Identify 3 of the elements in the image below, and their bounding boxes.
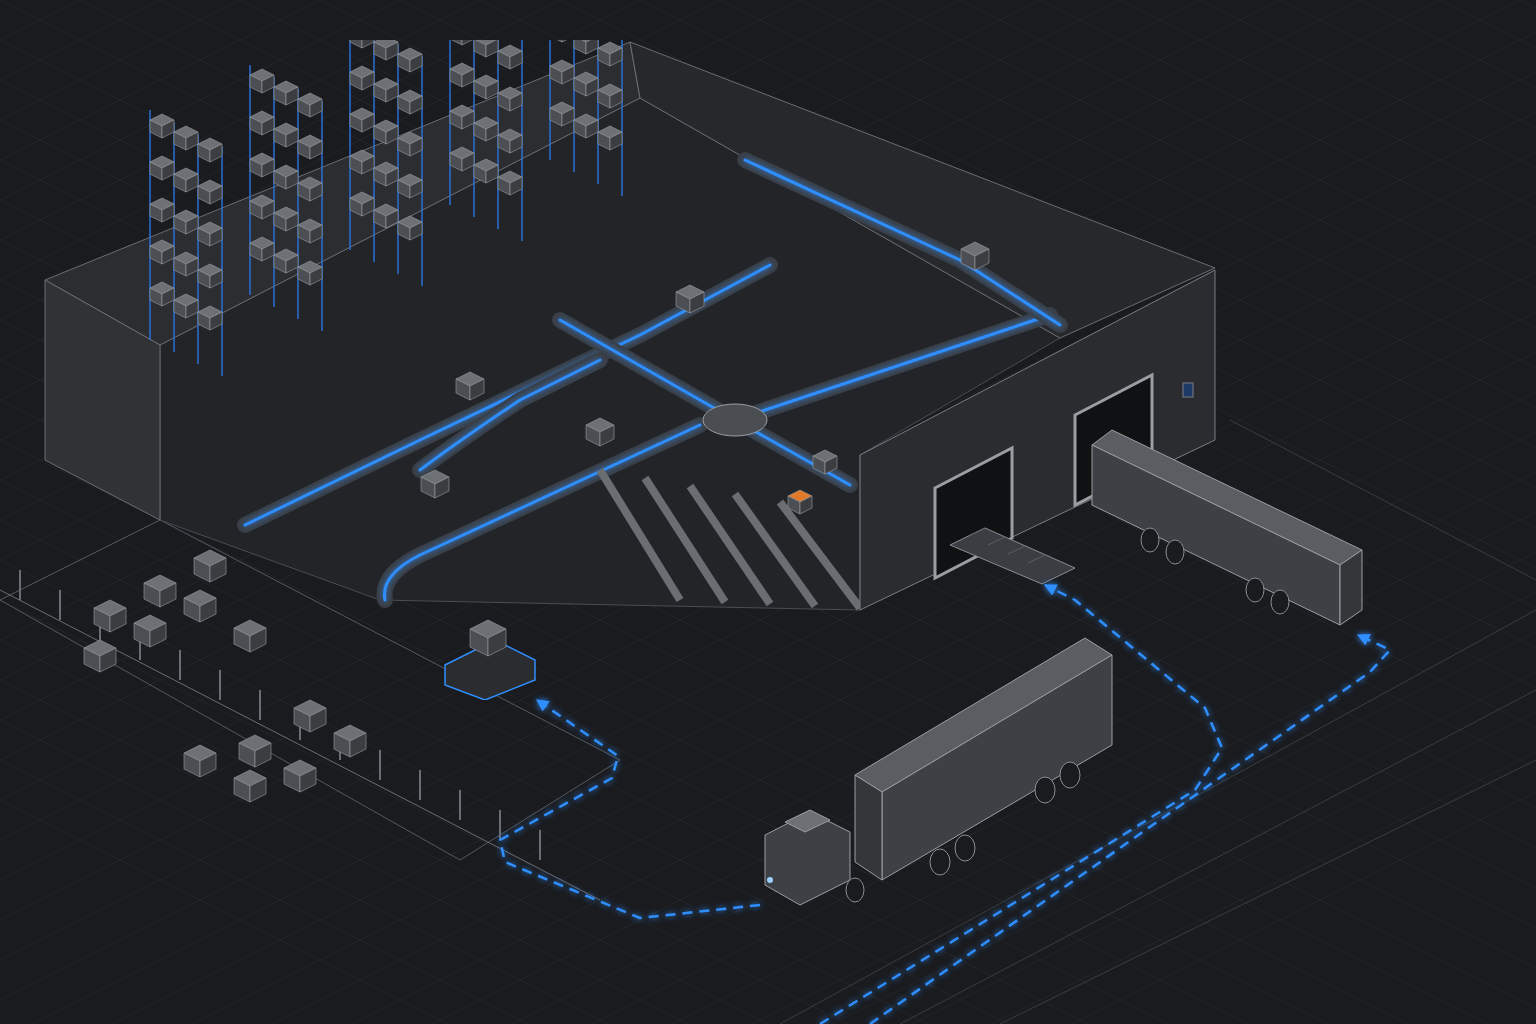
route-arrow xyxy=(819,583,1224,1024)
route-arrow xyxy=(498,698,761,920)
route-arrow xyxy=(869,633,1392,1024)
